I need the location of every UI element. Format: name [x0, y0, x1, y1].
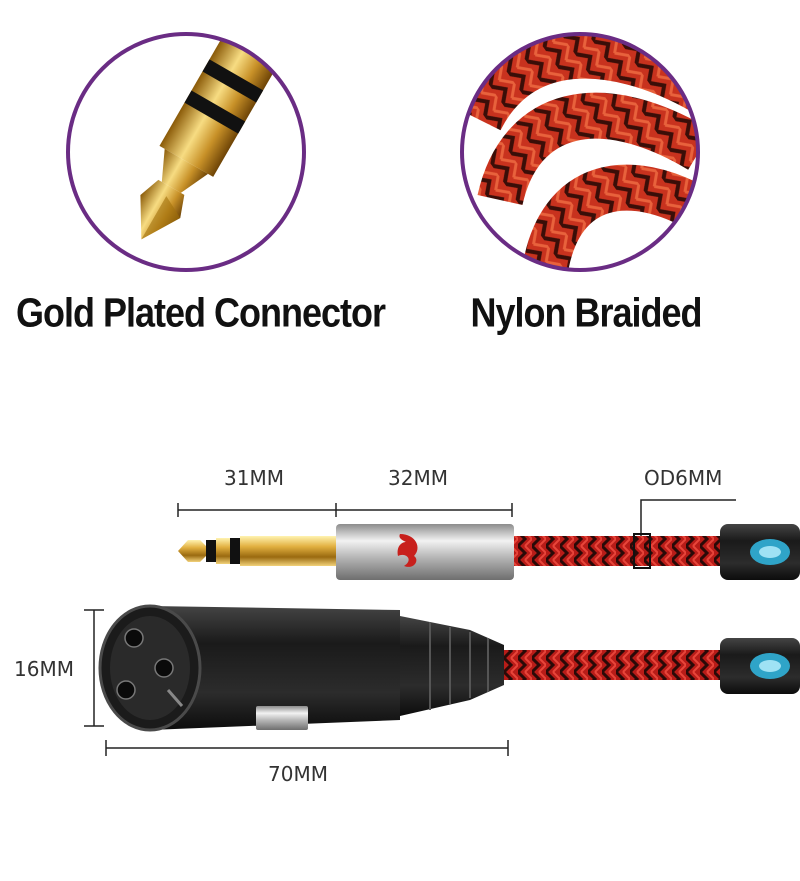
trs-plug [178, 524, 514, 580]
dimension-lines-top [177, 499, 736, 545]
top-braided-cable [508, 536, 728, 566]
dimension-line-length [105, 740, 509, 756]
xlr-female-connector [98, 604, 504, 732]
dim-label-sleeve-length: 32MM [388, 466, 448, 490]
dim-label-tip-length: 31MM [224, 466, 284, 490]
dim-label-xlr-diameter: 16MM [14, 657, 74, 681]
top-right-boot [720, 524, 800, 580]
dimension-line-height [84, 609, 104, 727]
brand-logo [397, 534, 418, 567]
bottom-braided-cable [496, 650, 728, 680]
feature-title-gold-connector: Gold Plated Connector [16, 289, 386, 336]
xlr-release-latch [256, 706, 308, 730]
dim-label-cable-diameter: OD6MM [644, 466, 723, 490]
dim-label-xlr-length: 70MM [268, 762, 328, 786]
bottom-right-boot [720, 638, 800, 694]
gold-connector-circle [66, 32, 306, 272]
nylon-braid-circle [460, 32, 700, 272]
feature-title-nylon-braided: Nylon Braided [470, 289, 702, 336]
